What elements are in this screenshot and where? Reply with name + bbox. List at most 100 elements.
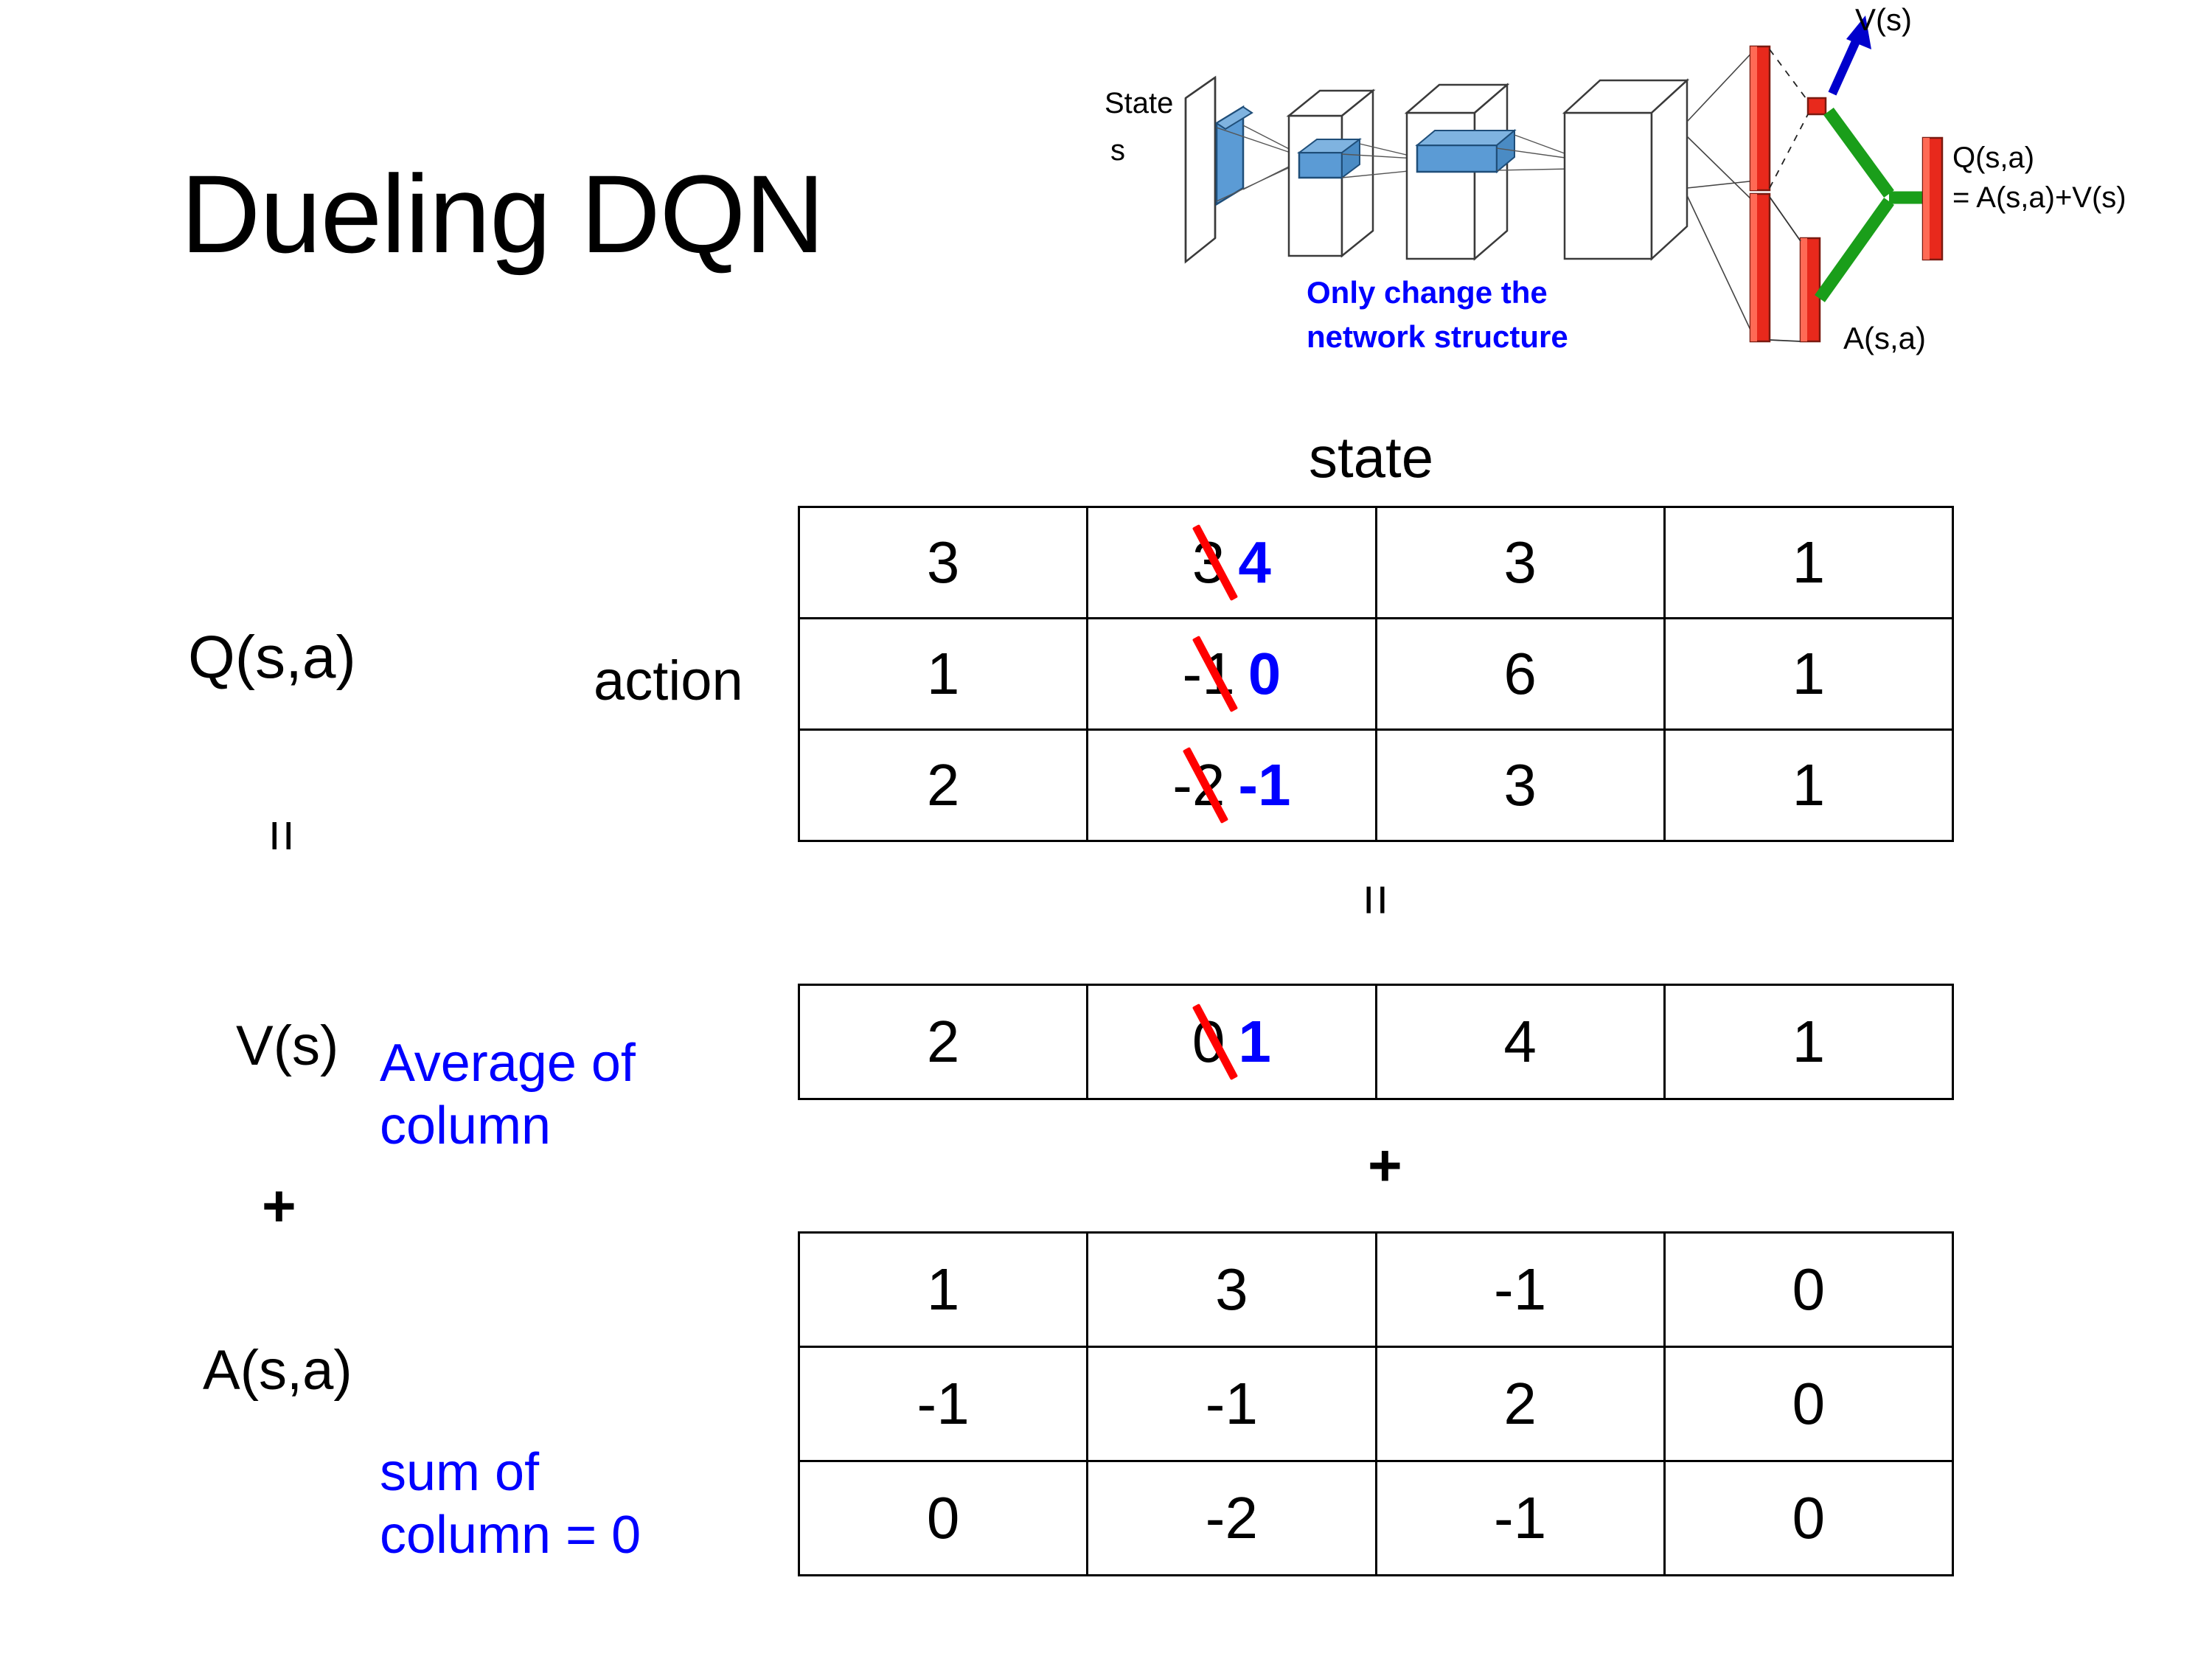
diagram-state-label: State: [1105, 87, 1173, 119]
cell-content: -1: [1378, 1234, 1663, 1345]
dueling-network-diagram: State s V(s) A(s,a) Q(s,a) = A(s,a)+V(s)…: [1099, 4, 2212, 417]
sum-note-line-2: column = 0: [380, 1505, 641, 1565]
table-cell: -1: [1374, 1231, 1666, 1348]
page-title: Dueling DQN: [181, 152, 825, 276]
table-cell: 0: [1663, 1346, 1955, 1462]
table-cell: 1: [1663, 506, 1955, 619]
table-row: 1 3 -1 0: [797, 1231, 1955, 1348]
struck-value: 3: [1192, 529, 1225, 595]
table-cell: 0: [797, 1460, 1089, 1576]
cell-content: -2: [1089, 1463, 1374, 1573]
table-cell: -1: [797, 1346, 1089, 1462]
table-cell: 4: [1374, 984, 1666, 1100]
plus-sign-middle: +: [1368, 1133, 1402, 1198]
diagram-note-line-1: Only change the: [1307, 275, 1548, 310]
value-output-arrow: [1828, 15, 1871, 96]
cell-value: 3: [1503, 529, 1537, 595]
cell-value: -1: [1205, 1371, 1258, 1436]
table-cell: 1: [1663, 728, 1955, 842]
cell-content: 2: [801, 987, 1085, 1097]
a-value-table: 1 3 -1 0 -1 -1 2 0 0 -2 -1 0: [797, 1231, 1955, 1576]
cell-value: 6: [1503, 641, 1537, 706]
cell-value: 0: [1792, 1371, 1826, 1436]
table-cell: 0: [1663, 1460, 1955, 1576]
struck-value: -2: [1172, 752, 1225, 818]
table-cell: 3: [1374, 728, 1666, 842]
updated-value: 0: [1248, 641, 1281, 706]
cell-content: 1: [1666, 509, 1951, 616]
cell-value: 0: [1792, 1256, 1826, 1322]
a-table-label: A(s,a): [203, 1339, 352, 1402]
average-of-column-note: Average of column: [380, 1032, 636, 1158]
cell-content: -1: [801, 1349, 1085, 1459]
table-cell: 0: [1663, 1231, 1955, 1348]
table-cell: 1: [1663, 984, 1955, 1100]
cell-value: 0: [1792, 1485, 1826, 1551]
table-cell: 3: [1374, 506, 1666, 619]
table-cell: 1: [797, 617, 1089, 731]
aggregation-merge: [1815, 107, 1930, 302]
cell-content: -1: [1089, 1349, 1374, 1459]
struck-value: -1: [1182, 641, 1235, 706]
cell-content: 6: [1378, 620, 1663, 728]
updated-value: -1: [1238, 752, 1291, 818]
diagram-note-line-2: network structure: [1307, 319, 1568, 354]
cell-content: 1: [1666, 731, 1951, 839]
advantage-vector-bar: [1799, 237, 1821, 343]
cell-content: 1: [1666, 987, 1951, 1097]
cell-value: 3: [1503, 752, 1537, 818]
advantage-stream-bar: [1749, 192, 1771, 343]
cell-content: 2: [801, 731, 1085, 839]
cell-content: 3: [801, 509, 1085, 616]
table-cell: -1: [1086, 1346, 1377, 1462]
average-note-line-2: column: [380, 1096, 552, 1155]
updated-value: 4: [1238, 529, 1271, 595]
cell-content: 2: [1378, 1349, 1663, 1459]
plus-sign-left: +: [262, 1173, 296, 1239]
diagram-v-label: V(s): [1855, 4, 1912, 37]
cell-value: 3: [1215, 1256, 1248, 1322]
cell-content: 1: [1666, 620, 1951, 728]
table-cell: -2-1: [1086, 728, 1377, 842]
sum-note-line-1: sum of: [380, 1443, 540, 1502]
struck-value: 0: [1192, 1009, 1225, 1074]
cell-content: 1: [801, 1234, 1085, 1345]
cell-content: 3: [1089, 1234, 1374, 1345]
conv2-patch-icon: [1415, 128, 1517, 174]
cell-value: -1: [1494, 1485, 1547, 1551]
cell-value: 2: [926, 752, 960, 818]
value-stream-bar: [1749, 45, 1771, 192]
cell-value: 1: [1792, 1009, 1826, 1074]
cell-value: -1: [917, 1371, 970, 1436]
diagram-state-sub: s: [1110, 134, 1125, 167]
cell-content: 0: [801, 1463, 1085, 1573]
cell-content: 0: [1666, 1349, 1951, 1459]
cell-value: -1: [1494, 1256, 1547, 1322]
cell-value: 1: [1792, 752, 1826, 818]
input-patch-icon: [1215, 105, 1253, 206]
cell-value: 3: [926, 529, 960, 595]
cell-content: -1: [1378, 1463, 1663, 1573]
action-axis-label: action: [594, 650, 743, 712]
cell-value: 1: [1792, 641, 1826, 706]
table-cell: 6: [1374, 617, 1666, 731]
cell-content: 3: [1378, 509, 1663, 616]
cell-value: -2: [1205, 1485, 1258, 1551]
cell-content: 3: [1378, 731, 1663, 839]
table-row: 2 -2-1 3 1: [797, 728, 1955, 842]
cell-content: 0: [1666, 1234, 1951, 1345]
diagram-a-label: A(s,a): [1843, 321, 1926, 355]
conv1-patch-icon: [1297, 138, 1362, 179]
table-cell: 3: [797, 506, 1089, 619]
table-cell: -1: [1374, 1460, 1666, 1576]
cell-content: 1: [801, 620, 1085, 728]
table-cell: 1: [797, 1231, 1089, 1348]
state-axis-label: state: [1309, 425, 1434, 490]
q-output-bar: [1921, 136, 1944, 261]
cell-content: 0: [1666, 1463, 1951, 1573]
